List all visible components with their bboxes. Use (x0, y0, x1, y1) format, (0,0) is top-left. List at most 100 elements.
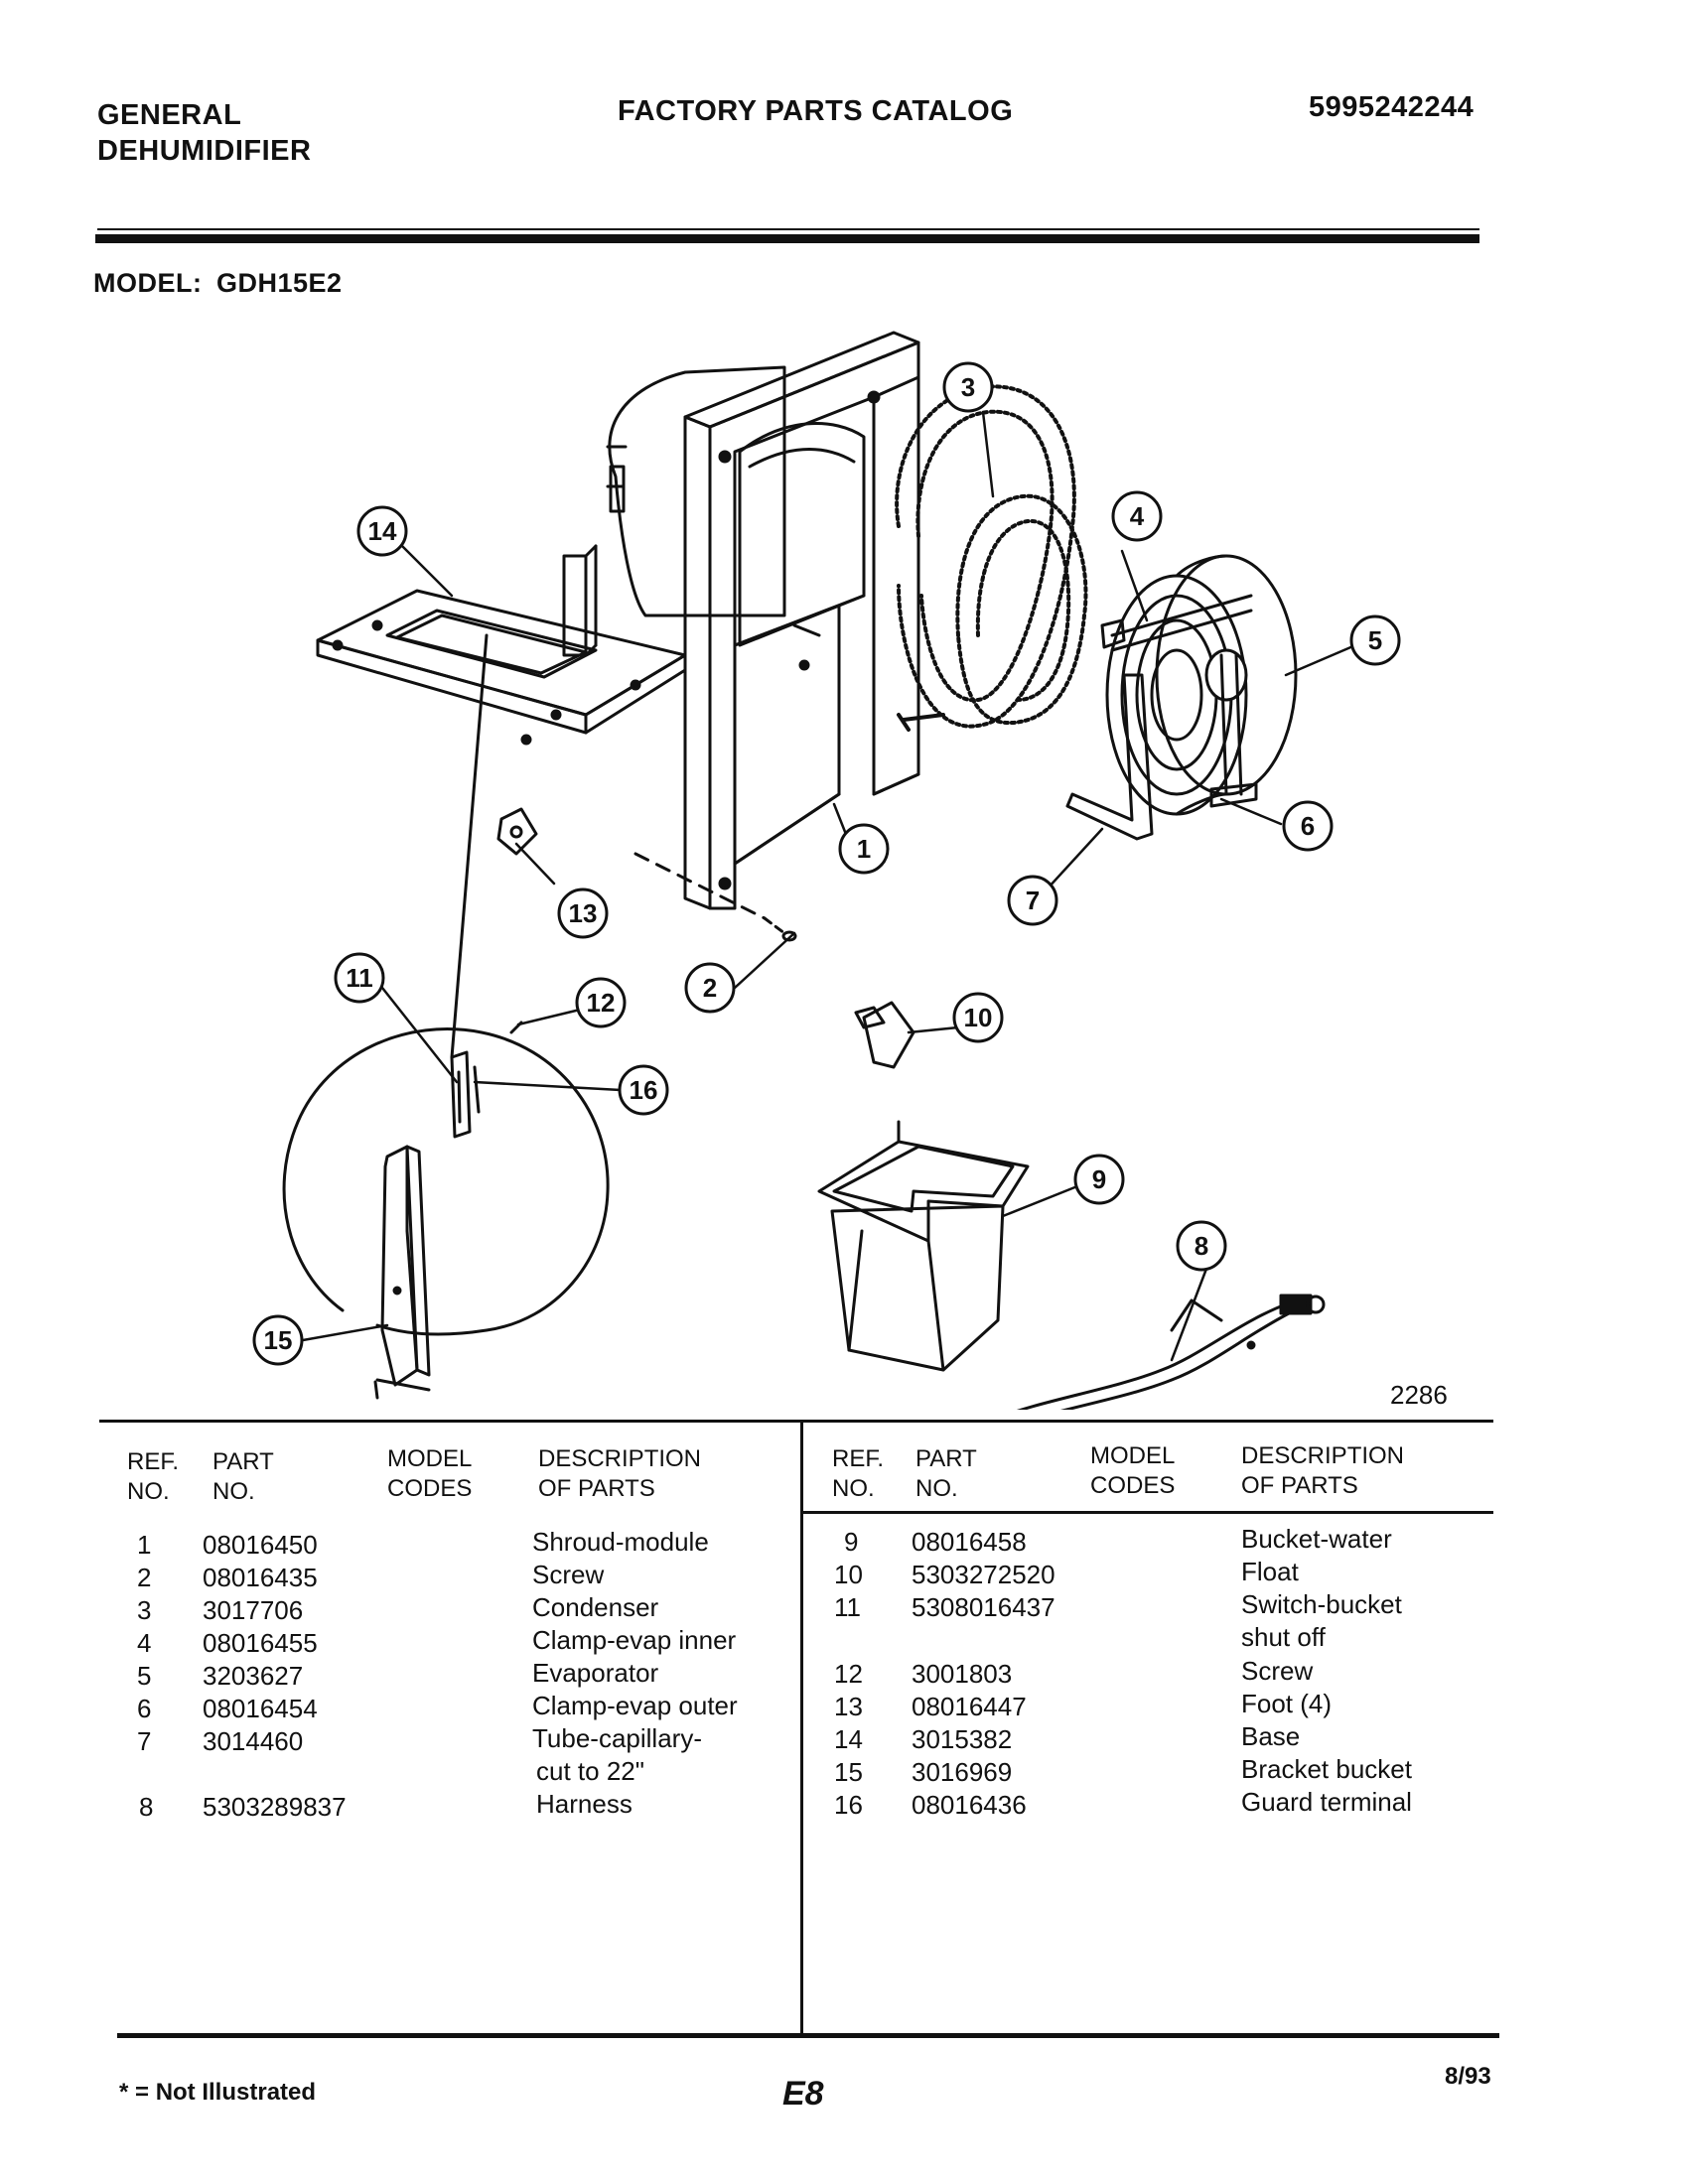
float-part (854, 1001, 915, 1069)
col-ref-header-right: REF.NO. (832, 1445, 885, 1502)
svg-text:9: 9 (1092, 1164, 1106, 1194)
header-left-line2: DEHUMIDIFIER (97, 135, 312, 167)
part-description-cont: shut off (1241, 1622, 1326, 1652)
svg-text:8: 8 (1195, 1231, 1208, 1261)
callout-5: 5 (1349, 614, 1401, 666)
part-description: Harness (536, 1789, 633, 1819)
callout-8: 8 (1176, 1220, 1227, 1272)
callout-7: 7 (1007, 875, 1058, 926)
part-number: 3016969 (912, 1757, 1013, 1787)
catalog-number: 5995242244 (1309, 91, 1475, 123)
detail-circle (282, 1027, 610, 1336)
part-description: Base (1241, 1721, 1301, 1751)
not-illustrated-note: * = Not Illustrated (119, 2079, 317, 2106)
table-row: 8 (139, 1792, 154, 1822)
table-row: 2 (137, 1563, 152, 1592)
table-row: 7 (137, 1726, 152, 1756)
table-bottom-rule (117, 2033, 1499, 2038)
guard-terminal-part (473, 1065, 481, 1114)
svg-text:14: 14 (368, 516, 397, 546)
part-description: Clamp-evap outer (532, 1691, 738, 1720)
water-bucket-part (817, 1120, 1030, 1372)
table-row: 3 (137, 1595, 152, 1625)
svg-text:2: 2 (703, 973, 717, 1003)
callout-13: 13 (557, 887, 609, 939)
svg-text:7: 7 (1026, 886, 1040, 915)
foot-part (496, 807, 538, 856)
evaporator-part (1100, 554, 1298, 816)
svg-text:6: 6 (1301, 811, 1315, 841)
part-description: Bracket bucket (1241, 1754, 1412, 1784)
part-description-cont: cut to 22" (536, 1756, 644, 1786)
callout-4: 4 (1111, 490, 1163, 542)
callout-2: 2 (684, 962, 736, 1014)
part-number: 5303272520 (912, 1560, 1055, 1589)
part-description: Bucket-water (1241, 1524, 1392, 1554)
part-number: 3015382 (912, 1724, 1013, 1754)
callout-1: 1 (838, 823, 890, 875)
part-number: 08016435 (203, 1563, 318, 1592)
base-part (316, 544, 687, 746)
part-description: Guard terminal (1241, 1787, 1412, 1817)
callout-3: 3 (942, 361, 994, 413)
catalog-title: FACTORY PARTS CATALOG (618, 95, 1014, 127)
part-description: Clamp-evap inner (532, 1625, 737, 1655)
callout-11: 11 (334, 952, 385, 1004)
shroud-module-part (606, 331, 920, 910)
part-description: Float (1241, 1557, 1299, 1586)
table-row: 10 (834, 1560, 863, 1589)
part-number: 3014460 (203, 1726, 304, 1756)
table-row: 16 (834, 1790, 863, 1820)
header-left-line1: GENERAL (97, 99, 242, 131)
part-number: 3001803 (912, 1659, 1013, 1689)
page-number: E8 (782, 2075, 824, 2113)
col-ref-header-left: REF.NO. (127, 1448, 180, 1505)
callout-10: 10 (952, 992, 1004, 1043)
svg-text:15: 15 (264, 1325, 293, 1355)
callout-12: 12 (575, 977, 627, 1028)
bucket-switch-part (450, 1050, 472, 1139)
svg-text:11: 11 (346, 963, 373, 993)
detail-leader-line (450, 633, 489, 1059)
part-description: Foot (4) (1241, 1689, 1333, 1718)
callout-16: 16 (618, 1064, 669, 1116)
table-row: 14 (834, 1724, 863, 1754)
part-description: Condenser (532, 1592, 659, 1622)
part-number: 5308016437 (912, 1592, 1055, 1622)
table-row: 15 (834, 1757, 863, 1787)
table-row: 5 (137, 1661, 152, 1691)
svg-text:13: 13 (569, 898, 598, 928)
callout-9: 9 (1073, 1154, 1125, 1205)
header-rule-thick (95, 234, 1479, 243)
screw-part (781, 930, 797, 942)
callout-6: 6 (1282, 800, 1334, 852)
table-row: 11 (834, 1592, 861, 1622)
revision-date: 8/93 (1445, 2063, 1491, 2090)
svg-text:5: 5 (1368, 625, 1382, 655)
part-number: 08016454 (203, 1694, 318, 1723)
part-number: 08016436 (912, 1790, 1027, 1820)
svg-text:12: 12 (587, 988, 616, 1018)
part-description: Switch-bucket (1241, 1589, 1402, 1619)
callout-15: 15 (252, 1314, 304, 1366)
screw-dash-line (633, 852, 767, 920)
table-row: 6 (137, 1694, 152, 1723)
part-number: 08016450 (203, 1530, 318, 1560)
part-number: 08016455 (203, 1628, 318, 1658)
table-row: 1 (137, 1530, 152, 1560)
table-row: 12 (834, 1659, 863, 1689)
model-label: MODEL: (93, 268, 203, 298)
svg-text:16: 16 (630, 1075, 658, 1105)
part-number: 08016447 (912, 1692, 1027, 1721)
part-description: Evaporator (532, 1658, 659, 1688)
svg-text:3: 3 (961, 372, 975, 402)
model-number: GDH15E2 (216, 268, 343, 298)
svg-text:1: 1 (857, 834, 871, 864)
figure-number: 2286 (1390, 1380, 1448, 1410)
